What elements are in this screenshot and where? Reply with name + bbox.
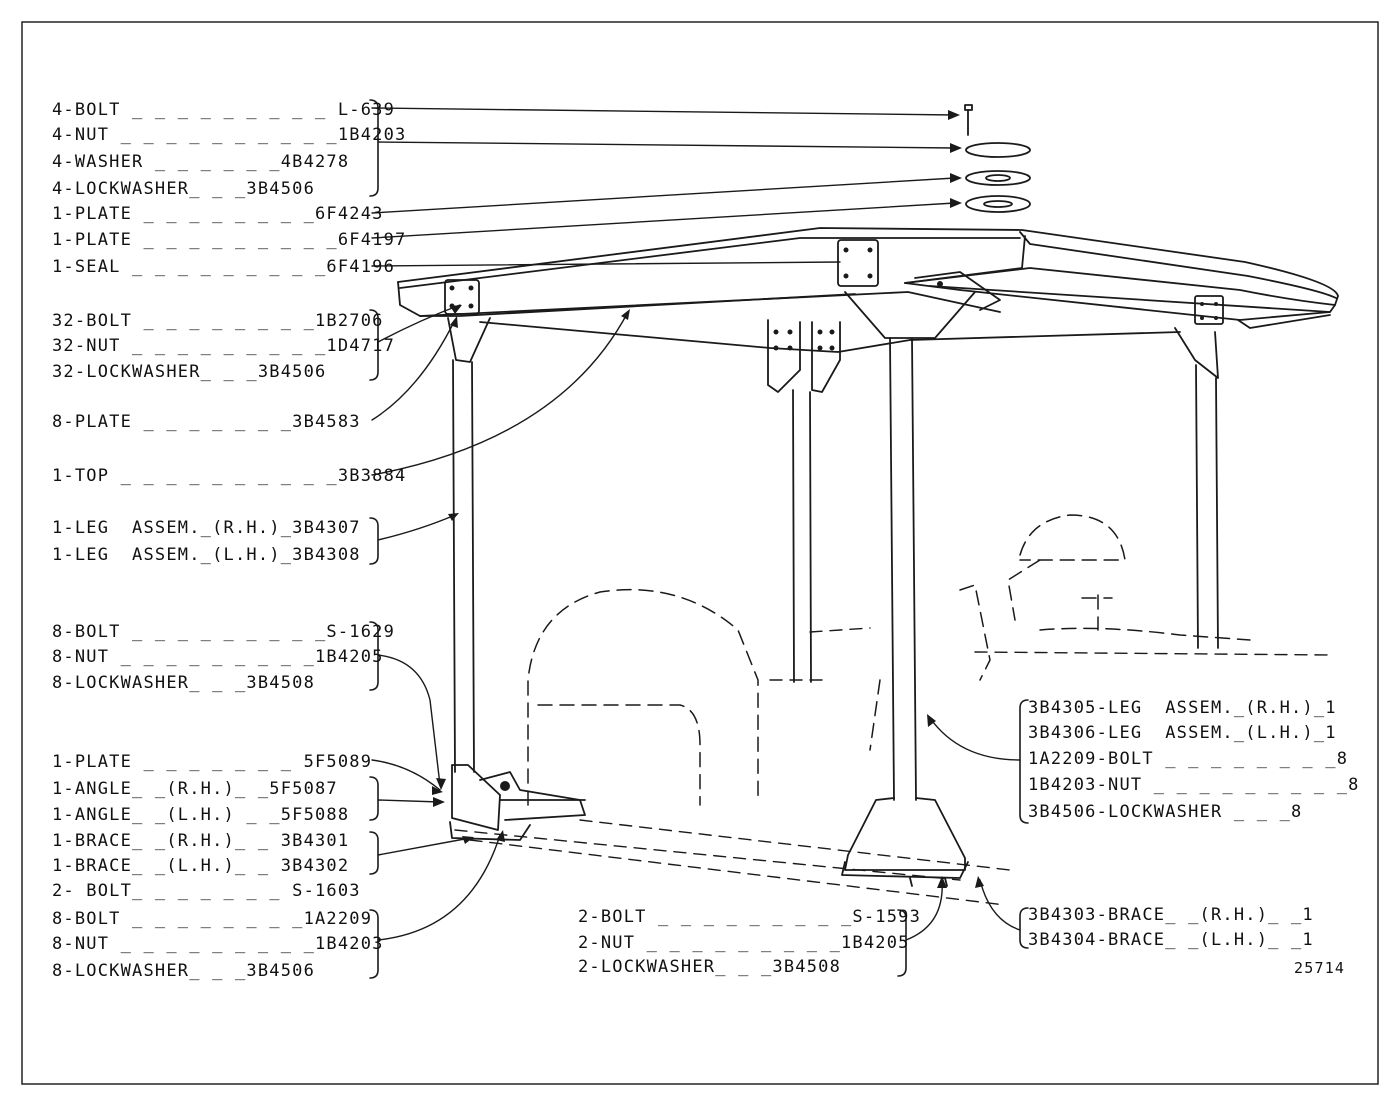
top-hardware-label-1: 4-NUT _ _ _ _ _ _ _ _ _ _1B4203 [52,125,407,145]
center-bolts-label-2: 2-LOCKWASHER_ _ _3B4508 [578,957,842,977]
tractor-outline [527,514,1251,806]
right-legs-label-4: 3B4506-LOCKWASHER _ _ _8 [1028,802,1303,822]
canopy-top [397,227,1339,353]
leg-bolts-label-1: 8-NUT _ _ _ _ _ _ _ _ _1B4205 [52,647,384,667]
frame-bolts-label-0: 32-BOLT _ _ _ _ _ _ _ _1B2706 [52,311,384,331]
exploded-hardware [964,104,1031,213]
left-base [449,764,586,841]
base-parts-label-0: 1-PLATE _ _ _ _ _ _ _ 5F5089 [52,752,373,772]
legs-left-label-0: 1-LEG ASSEM._(R.H.)_3B4307 [52,518,361,538]
base-bolts-label-1: 8-NUT _ _ _ _ _ _ _ _ _1B4203 [52,934,384,954]
leg-bolts-label-2: 8-LOCKWASHER_ _ _3B4508 [52,673,316,693]
rivets [449,247,1218,791]
base-bolts-label-2: 8-LOCKWASHER_ _ _3B4506 [52,961,316,981]
center-bolts-label-1: 2-NUT _ _ _ _ _ _ _ _ _1B4205 [578,933,910,953]
top-label: 1-TOP _ _ _ _ _ _ _ _ _ _3B3884 [52,466,407,486]
label-brackets [369,99,1029,979]
frame-bolts-label-2: 32-LOCKWASHER_ _ _3B4506 [52,362,327,382]
right-legs-label-0: 3B4305-LEG ASSEM._(R.H.)_1 [1028,698,1337,718]
gussets [447,317,1219,393]
base-parts-label-5: 2- BOLT_ _ _ _ _ _ _ S-1603 [52,881,361,901]
top-hardware-label-2: 4-WASHER _ _ _ _ _ _4B4278 [52,152,350,172]
leader-lines [371,107,1021,941]
base-parts-label-1: 1-ANGLE_ _(R.H.)_ _5F5087 [52,779,338,799]
top-hardware-label-3: 4-LOCKWASHER_ _ _3B4506 [52,179,316,199]
center-base [841,797,969,887]
top-hardware-label-0: 4-BOLT _ _ _ _ _ _ _ _ _ L-639 [52,100,396,120]
base-parts-label-2: 1-ANGLE_ _(L.H.) _ _5F5088 [52,805,350,825]
base-bolts-label-0: 8-BOLT _ _ _ _ _ _ _ _1A2209 [52,909,373,929]
base-parts-label-4: 1-BRACE_ _(L.H.)_ _ 3B4302 [52,856,350,876]
figure-number: 25714 [1294,959,1346,977]
frame-bolts-label-1: 32-NUT _ _ _ _ _ _ _ _ _1D4717 [52,336,396,356]
plates-seal-label-0: 1-PLATE _ _ _ _ _ _ _ _6F4243 [52,204,384,224]
figure-border [21,21,1379,1085]
right-legs-label-1: 3B4306-LEG ASSEM._(L.H.)_1 [1028,723,1337,743]
right-braces-label-1: 3B4304-BRACE_ _(L.H.)_ _1 [1028,930,1314,950]
plate-8-label: 8-PLATE _ _ _ _ _ _ _3B4583 [52,412,361,432]
base-parts-label-3: 1-BRACE_ _(R.H.)_ _ 3B4301 [52,831,350,851]
right-legs-label-3: 1B4203-NUT _ _ _ _ _ _ _ _ _8 [1028,775,1360,795]
leg-bolts-label-0: 8-BOLT _ _ _ _ _ _ _ _ _S-1629 [52,622,396,642]
center-bolts-label-0: 2-BOLT _ _ _ _ _ _ _ _ _S-1593 [578,907,922,927]
legs-left-label-1: 1-LEG ASSEM._(L.H.)_3B4308 [52,545,361,565]
right-braces-label-0: 3B4303-BRACE_ _(R.H.)_ _1 [1028,905,1314,925]
arrow-heads [432,110,984,888]
legs [452,337,1219,801]
plates-seal-label-2: 1-SEAL _ _ _ _ _ _ _ _ _6F4196 [52,257,396,277]
plates-seal-label-1: 1-PLATE _ _ _ _ _ _ _ _ _6F4197 [52,230,407,250]
right-legs-label-2: 1A2209-BOLT _ _ _ _ _ _ _ _8 [1028,749,1349,769]
ground-lines [454,627,1331,906]
